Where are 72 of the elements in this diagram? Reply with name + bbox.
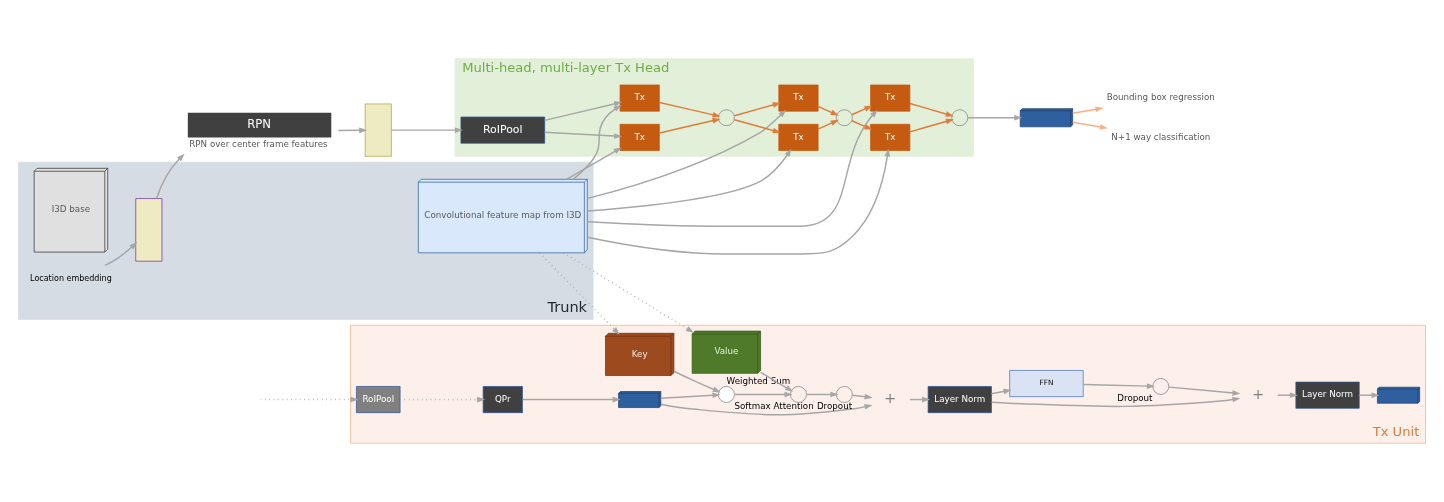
node-box: FFN	[1009, 370, 1084, 397]
arrow	[586, 109, 787, 200]
arrow	[104, 241, 138, 267]
arrow	[521, 396, 621, 403]
node-box	[364, 103, 392, 157]
arrow	[1358, 392, 1380, 398]
arrow	[562, 252, 694, 333]
arrow	[155, 153, 185, 200]
arrow	[586, 148, 891, 255]
node-box: RoIPool	[460, 116, 546, 144]
arrow	[586, 109, 878, 227]
arrow	[572, 104, 622, 180]
node-box	[135, 198, 163, 262]
arrow	[1082, 383, 1155, 389]
arrow	[1072, 121, 1108, 130]
node-label: Dropout	[1117, 393, 1153, 404]
arrow	[660, 403, 873, 416]
arrow	[658, 117, 721, 134]
arrow	[566, 147, 622, 180]
arrow	[851, 119, 873, 130]
node-text: +	[1251, 384, 1265, 402]
arrow	[851, 393, 873, 400]
arrow	[851, 105, 873, 116]
arrow	[399, 396, 486, 403]
node-box: Tx	[870, 84, 911, 112]
node-text: Bounding box regression	[1106, 92, 1215, 103]
arrow	[909, 102, 954, 117]
arrow	[390, 127, 463, 133]
node-box: Layer Norm	[1295, 381, 1360, 409]
arrow	[539, 252, 620, 335]
node-box: RoIPool	[356, 386, 401, 414]
node-box: RPN	[187, 112, 332, 138]
arrow	[990, 388, 1012, 395]
node-box: Tx	[870, 123, 911, 151]
arrow	[733, 391, 793, 398]
arrow	[733, 102, 781, 117]
node-text: N+1 way classification	[1111, 131, 1211, 142]
node-circle	[718, 109, 735, 127]
arrow	[586, 148, 792, 212]
node-box: QPr	[482, 386, 523, 414]
node-circle	[951, 109, 969, 127]
node-box: Tx	[619, 123, 660, 151]
arrow	[658, 101, 721, 118]
node-circle	[718, 386, 735, 403]
node-label: Softmax Attention	[734, 401, 814, 412]
arrow	[733, 119, 781, 134]
arrow	[817, 105, 839, 116]
arrow	[1276, 392, 1298, 398]
arrow	[544, 131, 623, 139]
arrow	[337, 127, 368, 134]
node-box: Tx	[778, 84, 819, 112]
arrow	[673, 370, 721, 393]
node-label: Dropout	[816, 401, 853, 412]
node-box: Tx	[619, 84, 660, 112]
arrow	[544, 101, 623, 122]
node-box: Layer Norm	[927, 386, 992, 414]
arrow	[909, 118, 954, 133]
node-circle	[835, 109, 853, 127]
node-circle	[835, 386, 853, 403]
arrow	[1168, 386, 1241, 396]
node-box: Tx	[778, 123, 819, 151]
node-text: +	[884, 389, 897, 407]
arrow	[805, 391, 839, 398]
arrow	[817, 119, 839, 130]
arrow	[967, 114, 1023, 121]
arrow	[1072, 106, 1104, 114]
arrow	[760, 371, 794, 392]
arrow	[990, 396, 1241, 408]
node-label: RPN over center frame features	[189, 139, 328, 150]
arrow	[660, 392, 721, 400]
node-circle	[790, 386, 807, 403]
node-circle	[1152, 378, 1170, 395]
